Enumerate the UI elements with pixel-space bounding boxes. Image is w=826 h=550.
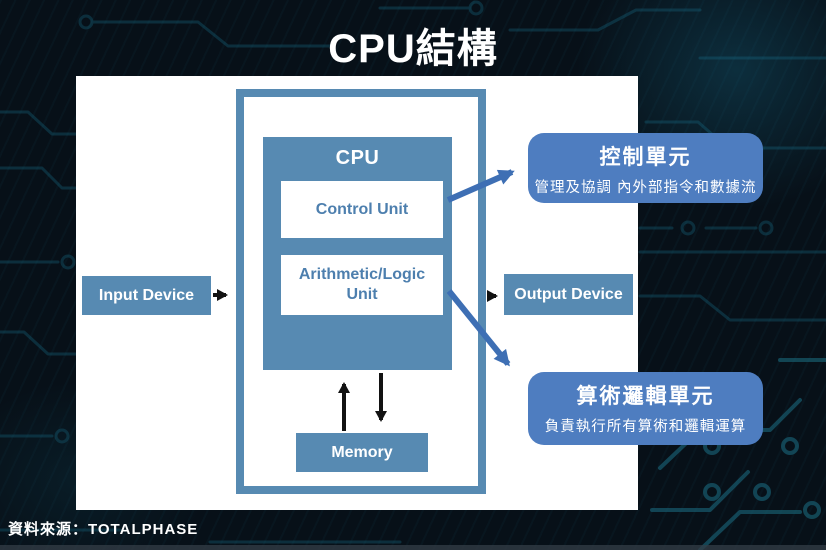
control-unit-callout-title: 控制單元 (599, 146, 692, 169)
alu-box: Arithmetic/Logic Unit (281, 255, 443, 315)
alu-callout-description: 負責執行所有算術和邏輯運算 (544, 419, 747, 435)
control-unit-label: Control Unit (315, 200, 409, 218)
control-unit-box: Control Unit (281, 181, 443, 238)
control-unit-callout: 控制單元 管理及協調 內外部指令和數據流 (528, 133, 763, 203)
input-device-box: Input Device (82, 276, 211, 315)
alu-callout-title: 算術邏輯單元 (576, 385, 715, 408)
bottom-edge-strip (0, 545, 826, 550)
input-device-label: Input Device (98, 286, 195, 304)
source-note: 資料來源：TOTALPHASE (8, 521, 199, 538)
cpu-block: CPU Control Unit Arithmetic/Logic Unit (263, 137, 452, 370)
memory-box: Memory (296, 433, 428, 472)
alu-label-line2: Unit (346, 286, 378, 303)
memory-label: Memory (331, 443, 393, 461)
control-unit-callout-description: 管理及協調 內外部指令和數據流 (534, 180, 757, 196)
output-device-box: Output Device (504, 274, 633, 315)
alu-label-line1: Arithmetic/Logic (298, 266, 426, 283)
page-title: CPU結構 (328, 27, 498, 71)
cpu-label: CPU (335, 147, 380, 169)
alu-callout: 算術邏輯單元 負責執行所有算術和邏輯運算 (528, 372, 763, 445)
output-device-label: Output Device (514, 285, 623, 303)
